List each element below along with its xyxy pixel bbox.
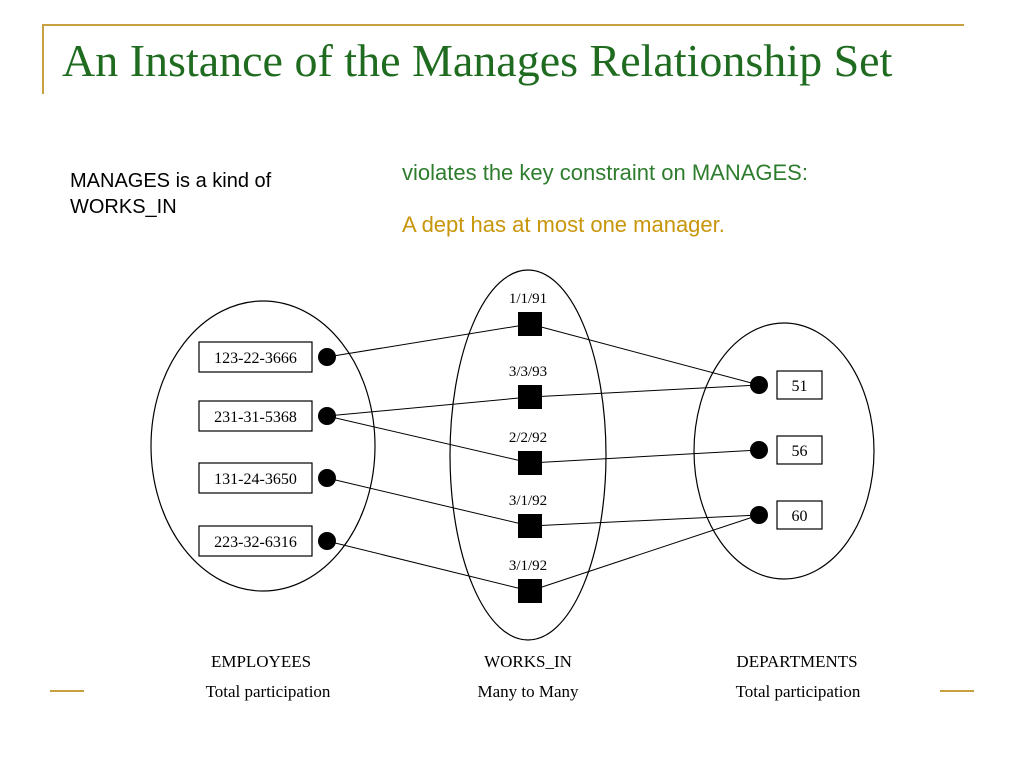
employee-box bbox=[198, 462, 313, 494]
manages-note-line2: WORKS_IN bbox=[70, 196, 177, 218]
employee-ssn: 223-32-6316 bbox=[214, 534, 297, 551]
relationship-date: 1/1/91 bbox=[509, 291, 547, 307]
employee-ssn: 123-22-3666 bbox=[214, 350, 297, 367]
works-in-cardinality: Many to Many bbox=[477, 682, 579, 701]
relationships-layer: 1/1/91 3/3/93 2/2/92 3/1/92 3/1/92 bbox=[509, 291, 547, 603]
violates-text: violates the key constraint on MANAGES: bbox=[402, 160, 808, 185]
department-id: 56 bbox=[792, 443, 808, 460]
employee-box bbox=[198, 525, 313, 557]
employee-ssn: 231-31-5368 bbox=[214, 409, 297, 426]
employee-ssn: 131-24-3650 bbox=[214, 471, 297, 488]
relationship-date: 3/1/92 bbox=[509, 558, 547, 574]
relationship-square bbox=[518, 514, 542, 538]
relationship-square bbox=[518, 312, 542, 336]
relationship-square bbox=[518, 385, 542, 409]
departments-ellipse bbox=[693, 322, 875, 580]
department-link bbox=[529, 514, 760, 592]
constraint-text: A dept has at most one manager. bbox=[402, 212, 725, 237]
employee-link bbox=[326, 540, 531, 592]
department-box bbox=[776, 370, 823, 400]
employee-dot bbox=[318, 407, 336, 425]
employee-dot bbox=[318, 469, 336, 487]
employee-link bbox=[326, 396, 531, 417]
department-link bbox=[529, 323, 760, 386]
employees-layer: 123-22-3666 231-31-5368 131-24-3650 223-32-… bbox=[198, 341, 336, 557]
slide-title: An Instance of the Manages Relationship … bbox=[62, 35, 893, 86]
footer-accent-right bbox=[940, 690, 974, 692]
departments-caption: DEPARTMENTS bbox=[736, 652, 857, 671]
department-link bbox=[529, 449, 760, 464]
department-id: 60 bbox=[792, 508, 808, 525]
department-box bbox=[776, 435, 823, 465]
footer-accent-left bbox=[50, 690, 84, 692]
works-in-ellipse bbox=[449, 269, 607, 641]
department-dot bbox=[750, 376, 768, 394]
relationship-square bbox=[518, 579, 542, 603]
relationship-date: 2/2/92 bbox=[509, 430, 547, 446]
employee-dot bbox=[318, 348, 336, 366]
departments-participation: Total participation bbox=[736, 682, 861, 701]
department-dot bbox=[750, 441, 768, 459]
works-in-caption: WORKS_IN bbox=[484, 652, 572, 671]
relationship-links bbox=[326, 323, 760, 592]
employees-caption: EMPLOYEES bbox=[211, 652, 311, 671]
employee-dot bbox=[318, 532, 336, 550]
relationship-date: 3/1/92 bbox=[509, 493, 547, 509]
department-dot bbox=[750, 506, 768, 524]
department-box bbox=[776, 500, 823, 530]
department-link bbox=[529, 514, 760, 527]
manages-note: MANAGES is a kind of WORKS_IN bbox=[70, 168, 370, 220]
employees-ellipse bbox=[150, 300, 376, 592]
title-frame-top-rule bbox=[42, 24, 964, 26]
employee-link bbox=[326, 415, 531, 464]
department-link bbox=[529, 384, 760, 398]
department-id: 51 bbox=[792, 378, 808, 395]
relationship-date: 3/3/93 bbox=[509, 364, 547, 380]
manages-note-line1: MANAGES is a kind of bbox=[70, 170, 272, 192]
employee-link bbox=[326, 323, 531, 358]
title-frame-left-rule bbox=[42, 24, 44, 94]
employee-box bbox=[198, 400, 313, 432]
employee-box bbox=[198, 341, 313, 373]
relationship-square bbox=[518, 451, 542, 475]
departments-layer: 51 56 60 bbox=[750, 370, 823, 530]
employees-participation: Total participation bbox=[206, 682, 331, 701]
employee-link bbox=[326, 477, 531, 527]
